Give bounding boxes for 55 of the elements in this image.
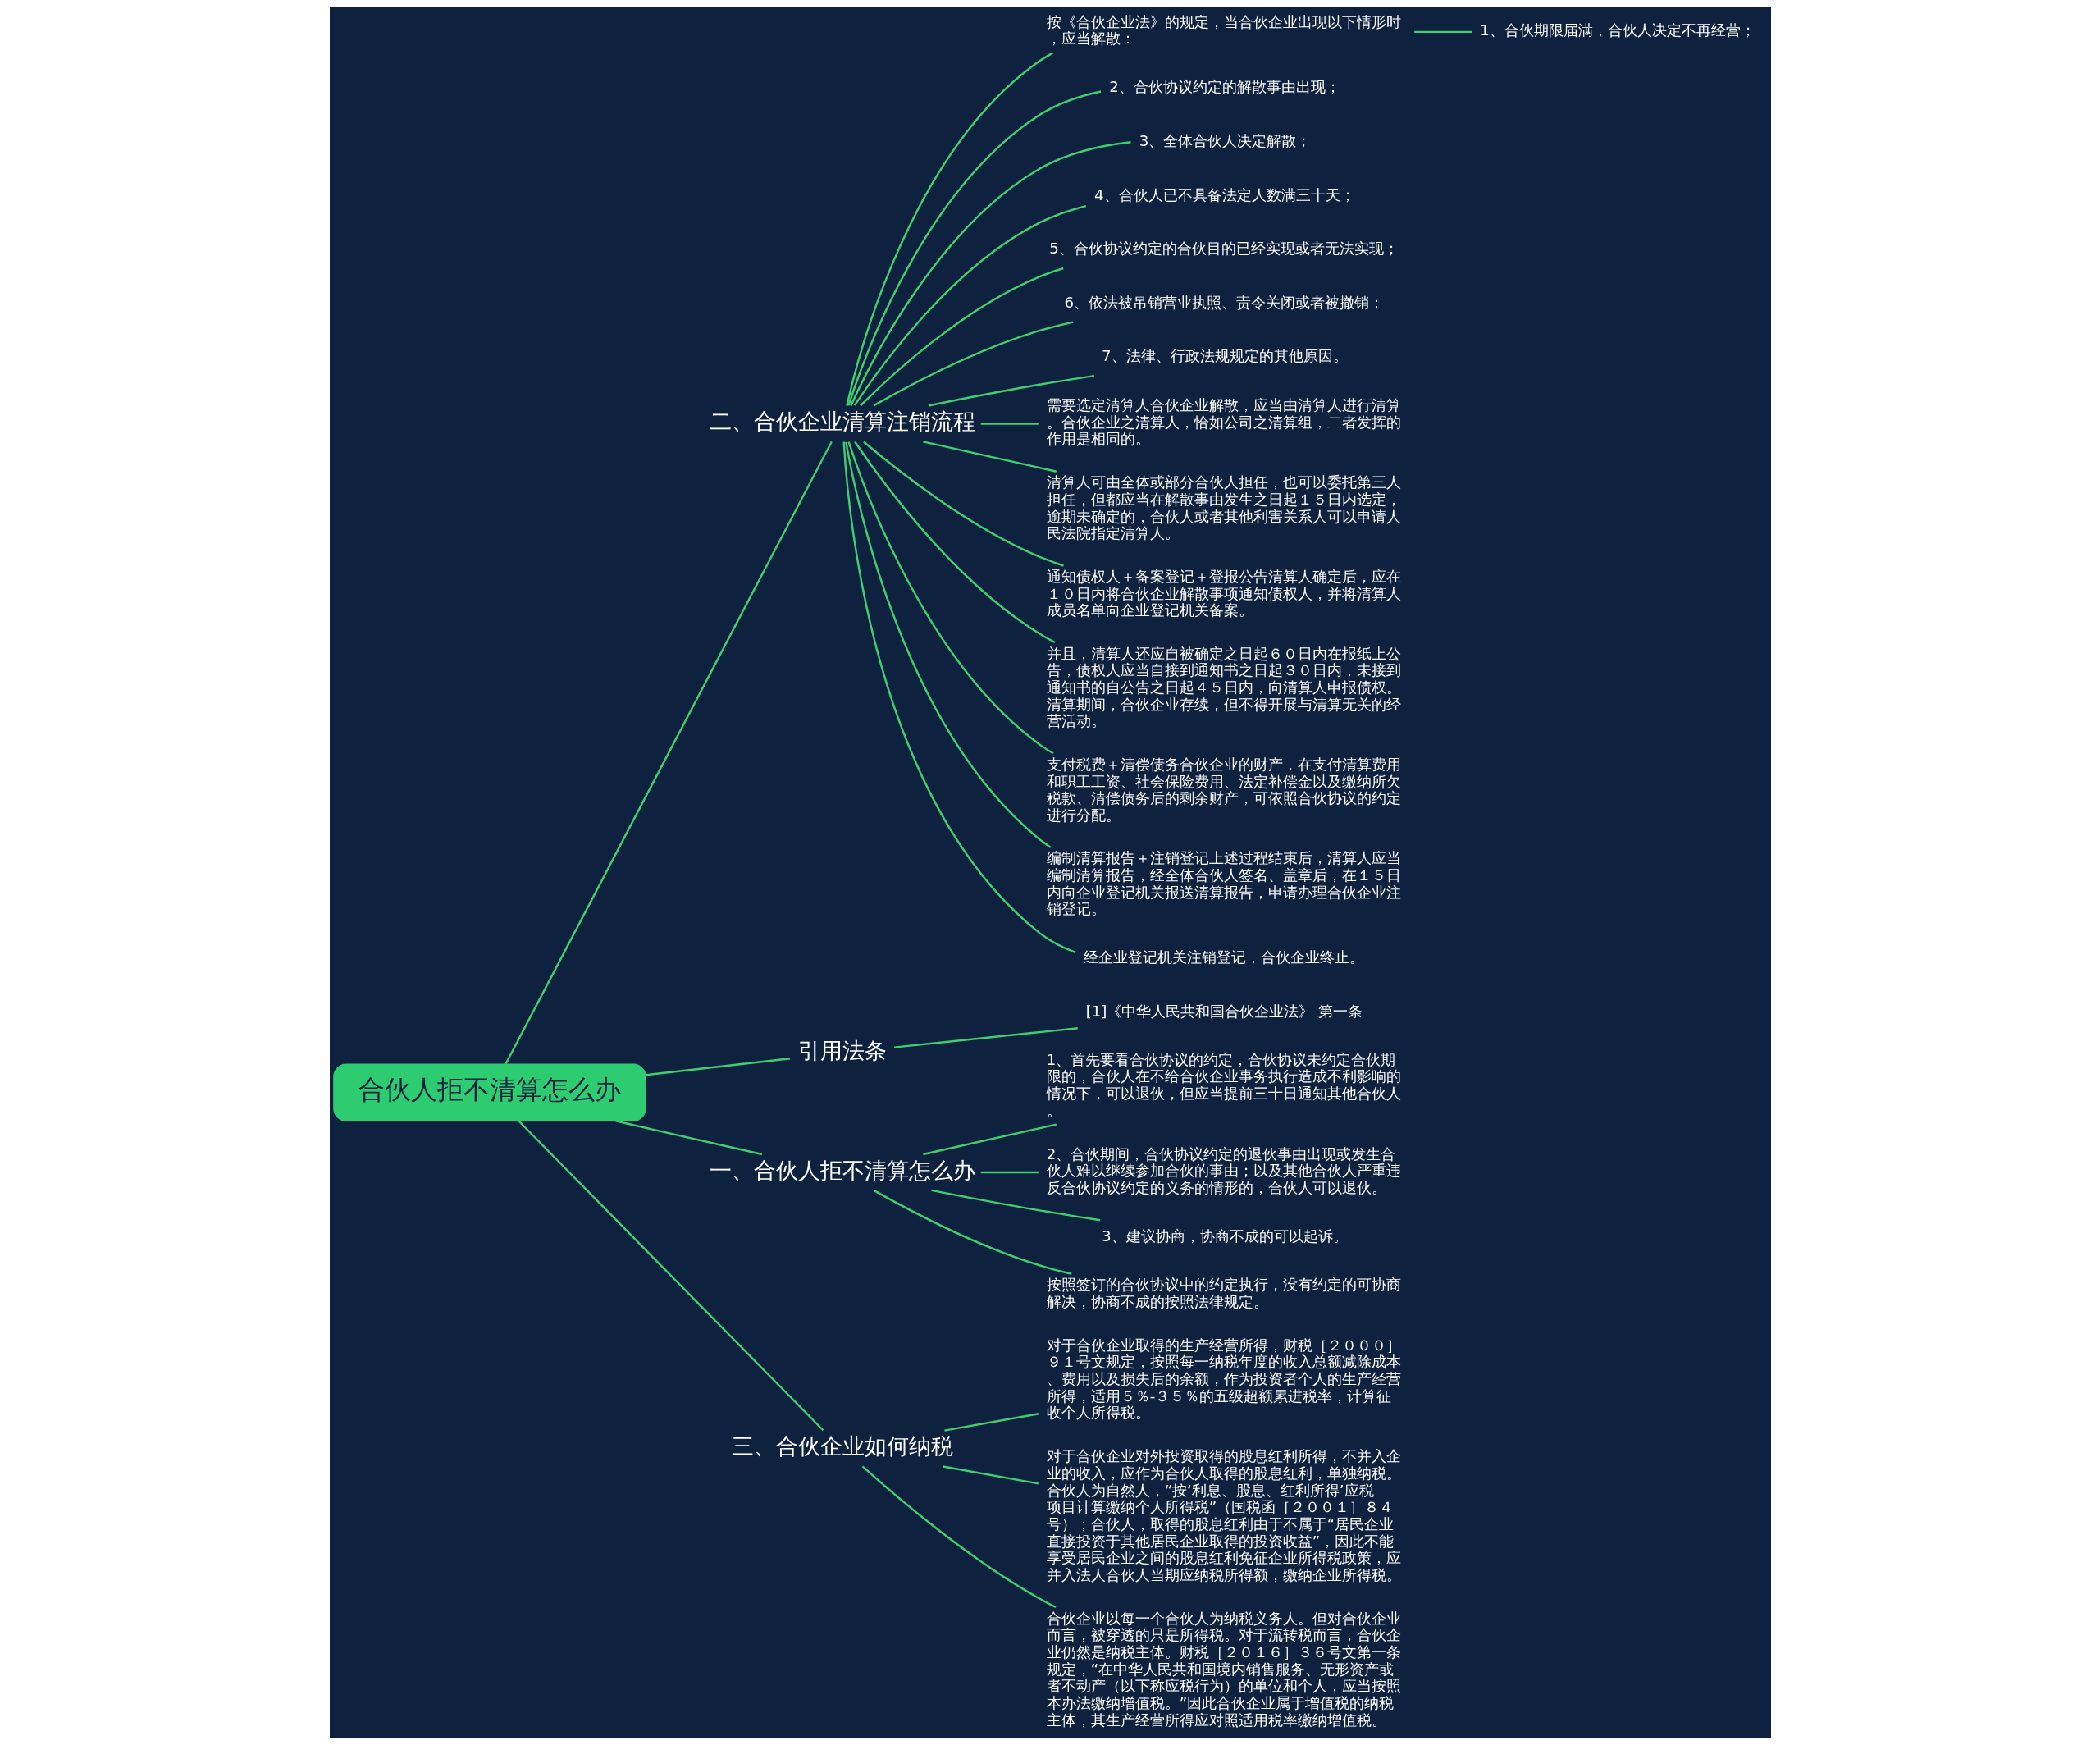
node-text: [1]《中华人民共和国合伙企业法》 第一条 [1085,1002,1363,1020]
node-text: 通知债权人＋备案登记＋登报公告清算人确定后，应在１０日内将合伙企业解散事项通知债权人，并将清算人成员名单向企业登记机关备案。 [1046,568,1401,619]
connector [861,1465,1057,1609]
node-text: 合伙企业以每一个合伙人为纳税义务人。但对合伙企业而言，被穿透的只是所得税。对于流转税而言，合伙企业仍然是纳税主体。财税［２０１６］３６号文第一条规定，“在中华人民共和国境内销售服务、无形资产或者不动产（以下称应税行为）的单位和个人，应当按照本办法缴纳增值税。”因此合伙企业属于增值税的纳税主体，其生产经营所得应对照适用税率缴纳增值税。 [1046,1609,1401,1729]
connector [942,1465,1039,1485]
node-text: 一、合伙人拒不清算怎么办 [709,1157,975,1183]
node-text: 二、合伙企业清算注销流程 [709,409,975,435]
node-text: 3、全体合伙人决定解散； [1139,132,1311,150]
node-text: 2、合伙协议约定的解散事由出现； [1108,78,1340,96]
connector [930,1189,1100,1222]
connector [980,423,1039,425]
connector [859,267,1064,407]
connector [893,1027,1078,1048]
connector [922,1123,1057,1156]
node-text: 需要选定清算人合伙企业解散，应当由清算人进行清算。合伙企业之清算人，恰如公司之清算组，二者发挥的作用是相同的。 [1046,396,1401,448]
node-text: 7、法律、行政法规规定的其他原因。 [1101,347,1348,365]
node-text: 支付税费＋清偿债务合伙企业的财产，在支付清算费用和职工工资、社会保险费用、法定补偿金以及缴纳所欠税款、清偿债务后的剩余财产，可依照合伙协议的约定进行分配。 [1046,756,1401,825]
connector [873,1189,1072,1275]
node-text: 按照签订的合伙协议中的约定执行，没有约定的可协商解决，协商不成的按照法律规定。 [1046,1276,1401,1310]
node-text: 引用法条 [797,1037,887,1063]
connector [645,1058,790,1076]
connector [504,441,833,1065]
connector [928,374,1094,407]
connector [1413,30,1472,34]
connector [847,441,1054,755]
connector [853,205,1086,406]
node-text: 2、合伙期间，合伙协议约定的退伙事由出现或发生合伙人难以继续参加合伙的事由；以及其他合伙人严重违反合伙协议约定的义务的情形的，合伙人可以退伙。 [1046,1144,1401,1196]
connector [844,441,1051,848]
node-text: 经企业登记机关注销登记，合伙企业终止。 [1083,948,1364,966]
node-box: 合伙人拒不清算怎么办 [332,1063,646,1121]
node-text: 对于合伙企业取得的生产经营所得，财税［２０００］９１号文规定，按照每一纳税年度的收入总额减除成本、费用以及损失后的余额，作为投资者个人的生产经营所得，适用５％-３５％的五级超额累进税率，计算征收个人所得税。 [1046,1336,1401,1422]
connector [847,90,1101,406]
connector [849,141,1131,406]
node-text: 3、建议协商，协商不成的可以起诉。 [1101,1227,1348,1245]
connector [943,1413,1039,1432]
node-text: 按《合伙企业法》的规定，当合伙企业出现以下情形时，应当解散： [1046,12,1401,48]
connector [980,1171,1039,1174]
node-text: 6、依法被吊销营业执照、责令关闭或者被撤销； [1064,293,1384,311]
node-text: 1、首先要看合伙协议的约定，合伙协议未约定合伙期限的，合伙人在不给合伙企业事务执行造成不利影响的情况下，可以退伙，但应当提前三十日通知其他合伙人。 [1046,1050,1401,1119]
connector [842,441,1075,953]
connector [922,441,1057,473]
node-text: 5、合伙协议约定的合伙目的已经实现或者无法实现； [1048,240,1399,258]
connector [853,441,1056,644]
node-text: 三、合伙企业如何纳税 [731,1433,953,1459]
connector [845,52,1053,406]
node-text: 清算人可由全体或部分合伙人担任，也可以委托第三人担任，但都应当在解散事由发生之日起１５日内选定，逾期未确定的，合伙人或者其他利害关系人可以申请人民法院指定清算人。 [1046,473,1401,542]
node-text: 1、合伙期限届满，合伙人决定不再经营； [1479,21,1755,39]
connector [873,321,1073,407]
node-text: 4、合伙人已不具备法定人数满三十天； [1093,185,1355,203]
connector [518,1120,824,1432]
node-text: 编制清算报告＋注销登记上述过程结束后，清算人应当编制清算报告，经全体合伙人签名、盖章后，在１５日内向企业登记机关报送清算报告，申请办理合伙企业注销登记。 [1046,849,1401,918]
connector [862,441,1064,567]
node-text: 并且，清算人还应自被确定之日起６０日内在报纸上公告，债权人应当自接到通知书之日起３０日内，未接到通知书的自公告之日起４５日内，向清算人申报债权。清算期间，合伙企业存续，但不得开展与清算无关的经营活动。 [1046,644,1401,730]
node-text: 对于合伙企业对外投资取得的股息红利所得，不并入企业的收入，应作为合伙人取得的股息红利，单独纳税。合伙人为自然人，“按‘利息、股息、红利所得’应税项目计算缴纳个人所得税”（国税函［２００１］８４号）；合伙人，取得的股息红利由于不属于“居民企业直接投资于其他居民企业取得的投资收益”，因此不能享受居民企业之间的股息红利免征企业所得税政策，应并入法人合伙人当期应纳税所得额，缴纳企业所得税。 [1046,1447,1401,1583]
connector [614,1120,762,1156]
